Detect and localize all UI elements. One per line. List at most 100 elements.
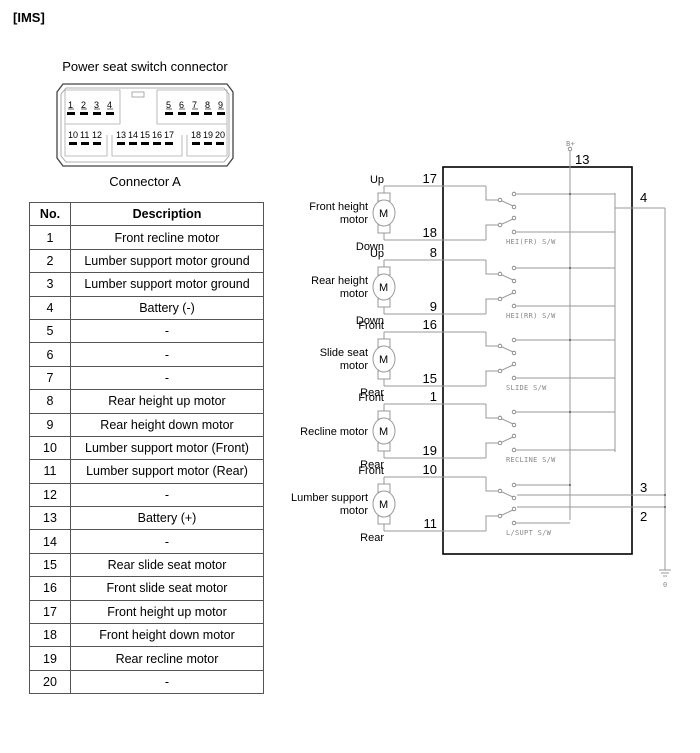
switch-arm-top: [499, 490, 514, 498]
motor-symbol: M: [379, 354, 388, 366]
switch-contact: [511, 289, 517, 295]
switch-arm-bottom: [499, 509, 514, 517]
motor-name-line2: motor: [340, 505, 368, 517]
connector-pin-label: 1: [68, 100, 73, 110]
section-tag: [IMS]: [13, 10, 45, 25]
pin-description: Battery (-): [70, 295, 264, 320]
connector-pin-label: 2: [81, 100, 86, 110]
pin-number: 2: [29, 248, 71, 274]
pin-label-bottom: 15: [423, 371, 437, 386]
pin-label-ground: 4: [640, 190, 647, 205]
pin-label-lumber-3: 3: [640, 480, 647, 495]
connector-pin-label: 7: [192, 100, 197, 110]
switch-feed-top: [485, 260, 499, 275]
connector-pin: [165, 142, 173, 145]
motor-name-line2: motor: [340, 360, 368, 372]
switch-feed-top: [485, 477, 499, 492]
pin-number: 10: [29, 435, 71, 461]
motor-bottom-label: Rear: [360, 387, 384, 399]
connector-pin: [106, 112, 114, 115]
connector-cavity-bm: [111, 135, 183, 157]
pin-label-bottom: 18: [423, 225, 437, 240]
pin-number: 9: [29, 412, 71, 437]
connector-pin: [117, 142, 125, 145]
junction-dot: [569, 339, 571, 341]
pin-label-battery: 13: [575, 152, 589, 167]
switch-contact: [497, 197, 503, 203]
connector-pin-label: 16: [152, 130, 162, 140]
switch-contact: [497, 368, 503, 374]
connector-pin-label: 5: [166, 100, 171, 110]
pin-label-lumber-2: 2: [640, 509, 647, 524]
connector-pin-label: 9: [218, 100, 223, 110]
connector-pin-label: 13: [116, 130, 126, 140]
switch-contact: [497, 488, 503, 494]
motor-symbol: M: [379, 208, 388, 220]
junction-dot: [569, 484, 571, 486]
switch-box: [442, 166, 633, 555]
motor-icon: [372, 490, 396, 518]
switch-label: RECLINE S/W: [506, 456, 556, 464]
switch-arm-bottom: [499, 436, 514, 444]
switch-contact: [511, 495, 517, 501]
motor-top-label: Front: [358, 320, 384, 332]
motor-bottom-label: Down: [356, 241, 384, 253]
connector-pin-label: 20: [215, 130, 225, 140]
table-row: 20-: [29, 669, 264, 695]
motor-symbol: M: [379, 282, 388, 294]
pin-description: -: [70, 365, 264, 391]
switch-contact: [497, 271, 503, 277]
connector-pin-label: 12: [92, 130, 102, 140]
junction-dot: [569, 267, 571, 269]
switch-contact: [511, 215, 517, 221]
motor-name-line2: motor: [340, 214, 368, 226]
connector-pin: [93, 112, 101, 115]
switch-feed-bottom: [485, 224, 499, 240]
connector-pin: [165, 112, 173, 115]
motor-top-label: Front: [358, 465, 384, 477]
switch-contact: [511, 375, 517, 381]
pin-number: 8: [29, 389, 71, 414]
connector-pin: [204, 142, 212, 145]
pin-label-top: 1: [430, 389, 437, 404]
motor-name: Slide seat: [320, 347, 368, 359]
connector-pin: [67, 112, 75, 115]
connector-pin: [153, 142, 161, 145]
motor-bottom-label: Rear: [360, 532, 384, 544]
switch-arm-top: [499, 273, 514, 281]
pin-description: Lumber support motor (Front): [70, 435, 264, 461]
pin-description: Battery (+): [70, 506, 264, 531]
switch-contact: [511, 229, 517, 235]
pin-description: Rear slide seat motor: [70, 552, 264, 578]
table-row: 14-: [29, 529, 264, 554]
switch-contact: [511, 350, 517, 356]
switch-feed-bottom: [485, 370, 499, 386]
pin-description: -: [70, 669, 264, 695]
switch-contact: [511, 447, 517, 453]
header-description: Description: [70, 201, 264, 227]
connector-pin-label: 17: [164, 130, 174, 140]
pin-description: Front recline motor: [70, 225, 264, 250]
connector-pin: [216, 142, 224, 145]
connector-pin-label: 11: [80, 130, 89, 140]
connector-pin-label: 4: [107, 100, 112, 110]
table-row: 5-: [29, 318, 264, 344]
motor-name: Recline motor: [300, 426, 368, 438]
connector-pin-label: 18: [191, 130, 201, 140]
table-row: 12-: [29, 482, 264, 508]
connector-title: Power seat switch connector: [62, 59, 228, 74]
pin-number: 1: [29, 225, 71, 250]
motor-name: Rear height: [311, 275, 368, 287]
pin-number: 4: [29, 295, 71, 320]
pin-description: -: [70, 342, 264, 367]
connector-cavity-bl: [64, 124, 108, 157]
switch-contact: [511, 361, 517, 367]
motor-top-label: Up: [370, 248, 384, 260]
